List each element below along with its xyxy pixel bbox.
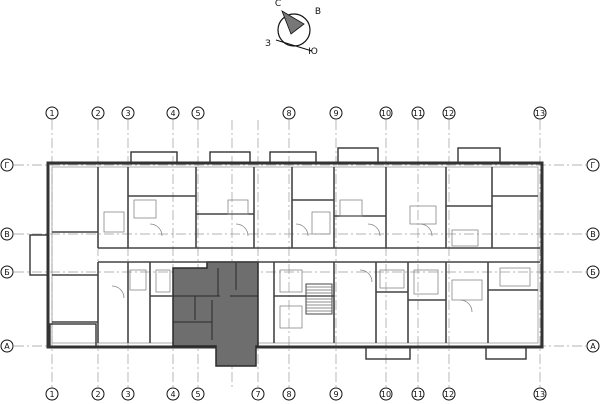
- axis-bubble-bottom-8: 8: [282, 387, 296, 401]
- axis-bubble-top-12-label: 12: [444, 109, 454, 118]
- axis-bubble-right-1: В: [586, 227, 600, 241]
- apartment-inner-walls: [173, 262, 258, 340]
- axis-bubble-top-10: 10: [379, 106, 393, 120]
- axis-bubble-right-3: А: [586, 339, 600, 353]
- axis-bubble-left-0: Г: [0, 158, 14, 172]
- compass-west-label: З: [265, 39, 271, 49]
- axis-bubble-left-0-label: Г: [5, 161, 10, 170]
- axis-bubble-top-2-label: 2: [95, 109, 100, 118]
- compass-east-west-line: [275, 39, 313, 52]
- axis-bubble-top-3: 3: [121, 106, 135, 120]
- axis-bubble-bottom-7: 7: [251, 387, 265, 401]
- axis-bubble-bottom-9: 9: [329, 387, 343, 401]
- axis-bubble-top-13: 13: [533, 106, 547, 120]
- axis-bubble-top-12: 12: [442, 106, 456, 120]
- axis-bubble-top-1-label: 1: [49, 109, 54, 118]
- apartment-fill: [172, 261, 259, 367]
- axis-bubble-bottom-2: 2: [91, 387, 105, 401]
- axis-bubble-top-4: 4: [166, 106, 180, 120]
- compass-needle: [281, 10, 305, 35]
- axis-bubble-bottom-11: 11: [411, 387, 425, 401]
- axis-bubble-left-3: А: [0, 339, 14, 353]
- compass-south-label: Ю: [308, 47, 318, 57]
- axis-bubble-bottom-7-label: 7: [255, 390, 260, 399]
- highlighted-apartment: [172, 261, 259, 367]
- axis-bubble-right-3-label: А: [590, 342, 596, 351]
- staircase: [305, 283, 333, 315]
- balconies: [29, 147, 527, 360]
- axis-bubble-bottom-3: 3: [121, 387, 135, 401]
- axis-bubble-right-2-label: Б: [590, 268, 596, 277]
- axis-bubble-top-3-label: 3: [125, 109, 130, 118]
- axis-bubble-bottom-12: 12: [442, 387, 456, 401]
- axis-bubble-bottom-8-label: 8: [286, 390, 291, 399]
- axis-bubble-right-2: Б: [586, 265, 600, 279]
- axis-bubble-top-4-label: 4: [170, 109, 175, 118]
- outer-wall: [46, 161, 544, 349]
- compass-east-label: В: [315, 7, 321, 17]
- axis-bubble-top-10-label: 10: [381, 109, 391, 118]
- axis-bubble-left-2-label: Б: [4, 268, 10, 277]
- axis-bubble-bottom-4: 4: [166, 387, 180, 401]
- axis-bubble-bottom-9-label: 9: [333, 390, 338, 399]
- axis-bubble-top-1: 1: [45, 106, 59, 120]
- building-outline: [46, 161, 544, 349]
- axis-bubble-top-11: 11: [411, 106, 425, 120]
- axis-bubble-top-5: 5: [191, 106, 205, 120]
- axis-bubble-right-1-label: В: [590, 230, 596, 239]
- axis-bubble-bottom-1-label: 1: [49, 390, 54, 399]
- axis-bubble-bottom-1: 1: [45, 387, 59, 401]
- axis-bubble-top-8: 8: [282, 106, 296, 120]
- axis-bubble-left-1: В: [0, 227, 14, 241]
- axis-bubble-top-13-label: 13: [535, 109, 545, 118]
- axis-bubble-top-5-label: 5: [195, 109, 200, 118]
- axis-bubble-bottom-10: 10: [379, 387, 393, 401]
- axis-bubble-top-9-label: 9: [333, 109, 338, 118]
- interior-walls: [52, 167, 540, 343]
- compass-north-label: С: [275, 0, 281, 9]
- axis-bubble-right-0: Г: [586, 158, 600, 172]
- axis-bubble-bottom-3-label: 3: [125, 390, 130, 399]
- axis-bubble-left-2: Б: [0, 265, 14, 279]
- axis-bubble-top-8-label: 8: [286, 109, 291, 118]
- inner-wall-line: [51, 166, 539, 344]
- axis-bubble-bottom-13-label: 13: [535, 390, 545, 399]
- axis-bubble-right-0-label: Г: [591, 161, 596, 170]
- axis-bubble-top-2: 2: [91, 106, 105, 120]
- thin-partitions: [103, 199, 531, 329]
- axis-bubble-bottom-4-label: 4: [170, 390, 175, 399]
- axis-bubble-bottom-13: 13: [533, 387, 547, 401]
- axis-bubble-bottom-10-label: 10: [381, 390, 391, 399]
- axis-bubble-top-11-label: 11: [413, 109, 423, 118]
- axis-bubble-bottom-5-label: 5: [195, 390, 200, 399]
- axis-bubble-top-9: 9: [329, 106, 343, 120]
- axis-bubble-left-1-label: В: [4, 230, 10, 239]
- axis-bubble-bottom-5: 5: [191, 387, 205, 401]
- axis-bubble-left-3-label: А: [4, 342, 10, 351]
- axis-bubble-bottom-12-label: 12: [444, 390, 454, 399]
- axis-bubble-bottom-2-label: 2: [95, 390, 100, 399]
- compass-rose: С В Ю З: [265, 0, 321, 57]
- axis-bubble-bottom-11-label: 11: [413, 390, 423, 399]
